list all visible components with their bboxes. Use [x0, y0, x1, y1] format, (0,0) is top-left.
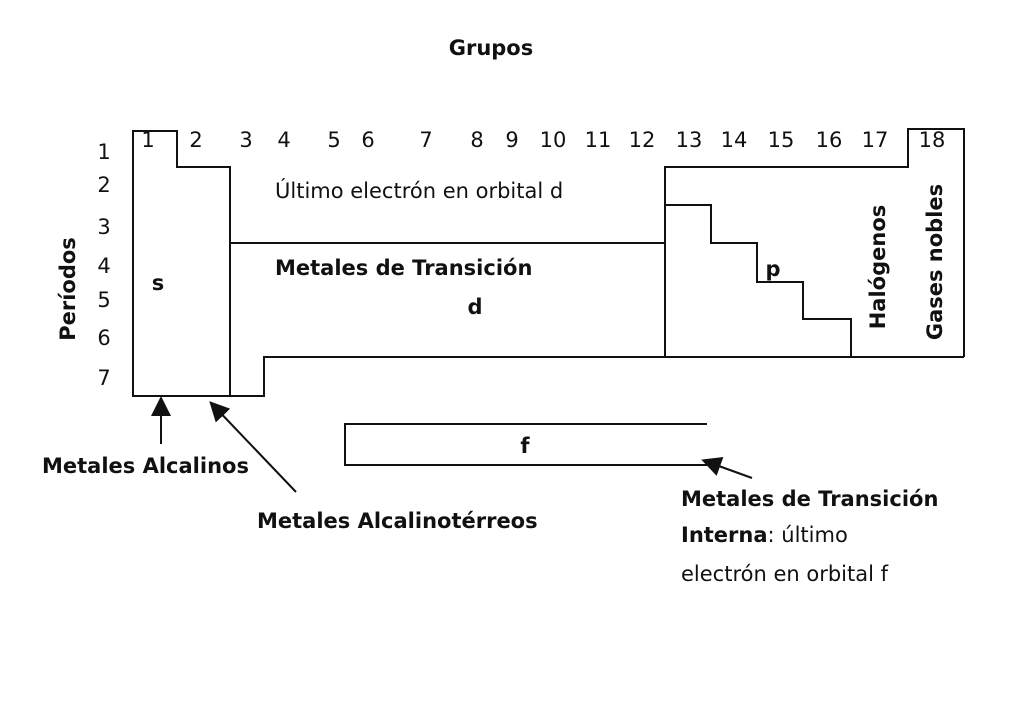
group-number: 18	[919, 128, 946, 152]
period-number: 7	[97, 366, 110, 390]
group-number: 1	[141, 128, 154, 152]
d-block-bottom	[230, 356, 964, 397]
group-number: 6	[361, 128, 374, 152]
transicion-interna-rest: : último	[768, 523, 848, 547]
periods-axis-label: Períodos	[56, 237, 80, 341]
transicion-interna-bold: Interna	[681, 523, 768, 547]
group-number: 13	[676, 128, 703, 152]
period-number: 6	[97, 326, 110, 350]
f-block-outline	[344, 423, 707, 466]
d-block-label: d	[467, 295, 482, 319]
p-block-label: p	[765, 257, 780, 281]
transicion-interna-callout: Metales de Transición Interna: último el…	[681, 487, 938, 586]
transicion-interna-arrow	[701, 457, 753, 479]
group-number: 3	[239, 128, 252, 152]
s-block-outline	[132, 130, 231, 397]
transicion-interna-line3: electrón en orbital f	[681, 562, 889, 586]
metales-alcalinoterreos-label: Metales Alcalinotérreos	[257, 509, 538, 533]
f-block: f	[344, 423, 707, 466]
p-block-staircase	[665, 204, 852, 357]
transicion-interna-line1: Metales de Transición	[681, 487, 938, 511]
table-outline	[132, 128, 965, 397]
group-number: 17	[862, 128, 889, 152]
period-number: 2	[97, 173, 110, 197]
group-number: 12	[629, 128, 656, 152]
group-number: 16	[816, 128, 843, 152]
group-number: 5	[327, 128, 340, 152]
period-numbers: 1 2 3 4 5 6 7	[97, 140, 110, 390]
group-number: 7	[419, 128, 432, 152]
group-number: 14	[721, 128, 748, 152]
ultimo-electron-d-label: Último electrón en orbital d	[275, 178, 563, 203]
group-number: 4	[277, 128, 290, 152]
group-number: 11	[585, 128, 612, 152]
group-number: 15	[768, 128, 795, 152]
f-block-label: f	[520, 434, 530, 458]
p-block-outline	[664, 128, 965, 357]
s-block-label: s	[152, 271, 165, 295]
group-number: 8	[470, 128, 483, 152]
group-numbers: 1 2 3 4 5 6 7 8 9 10 11 12 13 14 15 16 1…	[141, 128, 945, 152]
group-number: 9	[505, 128, 518, 152]
period-number: 4	[97, 254, 110, 278]
group-number: 2	[189, 128, 202, 152]
transicion-interna-line2: Interna: último	[681, 523, 848, 547]
metales-transicion-label: Metales de Transición	[275, 256, 532, 280]
period-number: 1	[97, 140, 110, 164]
period-number: 3	[97, 215, 110, 239]
alcalinoterreos-arrow	[209, 401, 297, 493]
diagram-title: Grupos	[449, 36, 534, 60]
gases-nobles-label: Gases nobles	[923, 184, 947, 340]
metales-alcalinos-label: Metales Alcalinos	[42, 454, 249, 478]
halogenos-label: Halógenos	[866, 205, 890, 330]
group-number: 10	[540, 128, 567, 152]
period-number: 5	[97, 288, 110, 312]
